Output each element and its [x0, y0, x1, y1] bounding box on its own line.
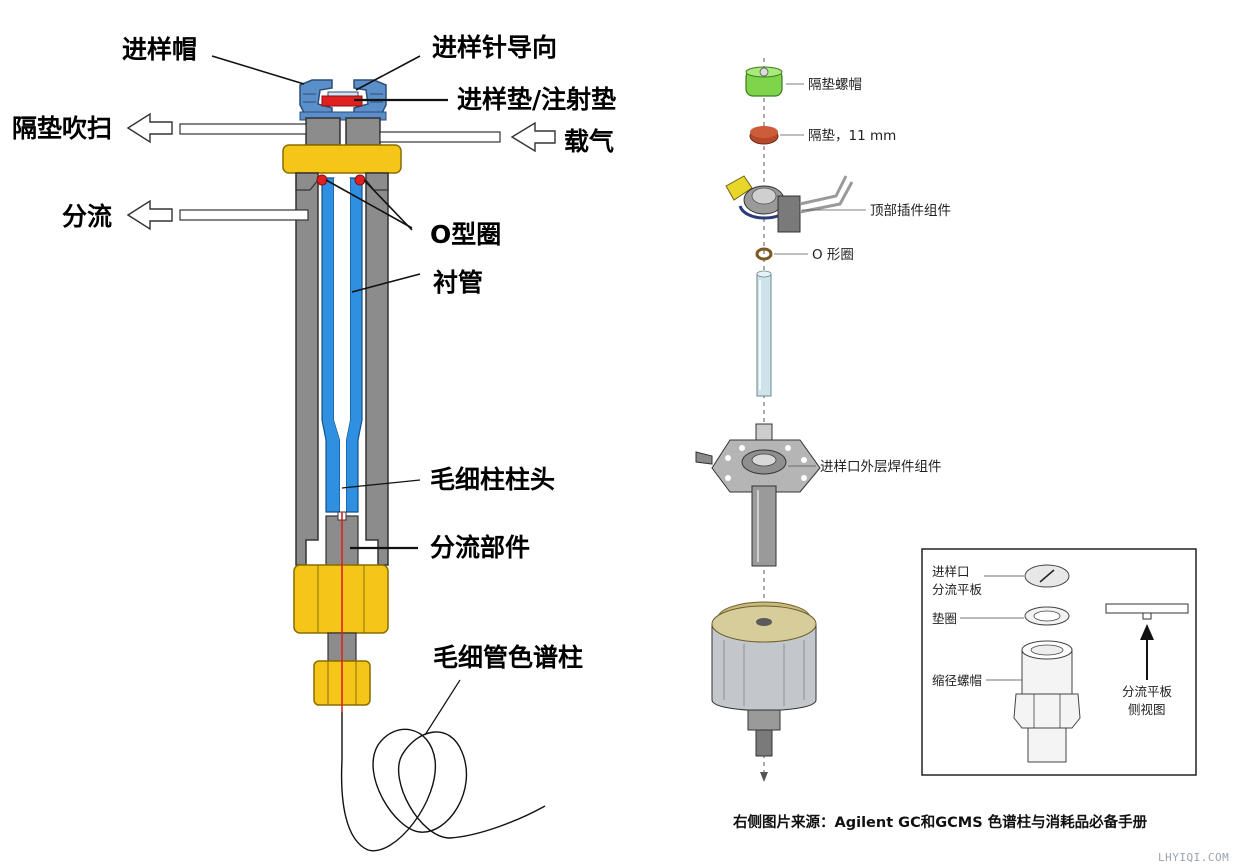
label-liner: 衬管: [433, 268, 483, 297]
label-reducing-nut: 缩径螺帽: [932, 673, 982, 688]
carrier-gas-arrow: [510, 121, 556, 153]
label-o-ring: O型圈: [430, 220, 501, 249]
label-plate-side-view-2: 侧视图: [1128, 702, 1166, 717]
o-ring-right: [354, 174, 366, 186]
label-split-vent: 分流: [62, 202, 112, 231]
source-note: 右侧图片来源：Agilent GC和GCMS 色谱柱与消耗品必备手册: [733, 813, 1148, 831]
label-washer: 垫圈: [932, 611, 957, 626]
label-carrier-gas: 载气: [564, 127, 614, 156]
gold-nut-top: [282, 144, 402, 174]
upper-body-shape-right: [345, 117, 381, 146]
inlet-cross-section: 进样帽 进样针导向 进样垫/注射垫 隔垫吹扫 载气 分流 O型圈 衬管 毛细柱柱…: [12, 33, 616, 852]
label-weldment: 进样口外层焊件组件: [820, 459, 942, 475]
gold-nut-bottom: [293, 564, 389, 634]
septum-purge-line: [179, 123, 307, 135]
carrier-gas-line: [379, 131, 501, 143]
inlet-body: [295, 172, 319, 566]
exploded-view: 隔垫螺帽 隔垫，11 mm 顶部插件组件 O 形圈 进样口外层焊件组件: [695, 58, 951, 782]
label-plate-side-view-1: 分流平板: [1122, 684, 1173, 699]
heater-block-part: [711, 601, 817, 757]
liner-part: [756, 270, 772, 397]
watermark: LHYIQI.COM: [1158, 851, 1229, 864]
o-ring-left: [316, 174, 328, 186]
reducing-nut-part: [1013, 640, 1081, 763]
septum-purge-arrow: [126, 112, 173, 144]
label-column-head: 毛细柱柱头: [430, 465, 555, 494]
label-needle-guide: 进样针导向: [432, 33, 557, 62]
label-split-part: 分流部件: [430, 533, 530, 562]
label-split-plate: 分流平板: [932, 582, 983, 597]
top-insert-part: [725, 175, 854, 233]
inset-box: 进样口 分流平板 垫圈 缩径螺帽 分流平板 侧视图: [921, 548, 1197, 776]
split-vent-arrow: [126, 199, 173, 231]
plate-side-view: [1105, 603, 1189, 614]
label-capillary-column: 毛细管色谱柱: [433, 643, 583, 672]
label-septum-purge: 隔垫吹扫: [12, 114, 112, 143]
label-o-ring-part: O 形圈: [812, 247, 854, 263]
weldment-part: [695, 423, 821, 567]
label-septum-nut: 隔垫螺帽: [808, 77, 862, 93]
capillary-column: [340, 712, 546, 852]
split-vent-line: [179, 209, 309, 221]
label-septum-cap: 进样帽: [122, 35, 197, 64]
septum-cap-bottom: [299, 111, 387, 121]
label-septum-11mm: 隔垫，11 mm: [808, 128, 896, 144]
inlet-body-right: [365, 172, 389, 566]
label-top-insert: 顶部插件组件: [870, 203, 951, 219]
o-ring-part: [755, 247, 773, 261]
label-septum: 进样垫/注射垫: [457, 85, 616, 114]
upper-body-shape: [305, 117, 341, 146]
label-inlet: 进样口: [932, 564, 970, 579]
